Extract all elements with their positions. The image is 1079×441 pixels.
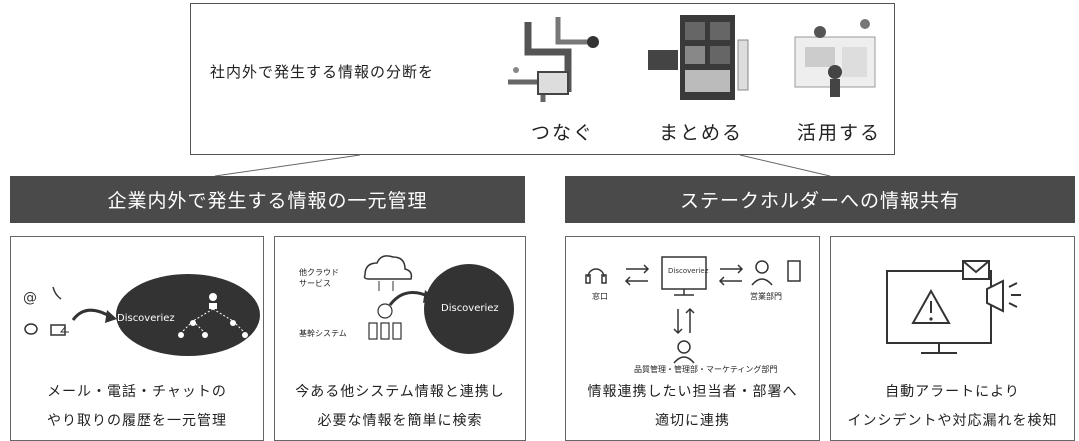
card1-caption-line2: やり取りの履歴を一元管理 bbox=[47, 413, 227, 429]
phone-device-icon bbox=[787, 260, 801, 282]
card-integration: 他クラウド サービス 基幹システム Discoveriez 今ある他システム情報… bbox=[274, 236, 526, 441]
card4-caption-line1: 自動アラートにより bbox=[885, 384, 1020, 400]
action-connect: つなぐ bbox=[531, 122, 595, 144]
action-utilize: 活用する bbox=[797, 122, 882, 144]
brand-label: Discoveriez bbox=[117, 313, 175, 324]
person-icon bbox=[755, 260, 769, 274]
card1-illustration: @ bbox=[23, 274, 260, 356]
cabinet-illustration bbox=[648, 15, 749, 100]
at-icon: @ bbox=[23, 290, 37, 306]
label-quality-dept: 品質管理・管理部・マーケティング部門 bbox=[634, 365, 778, 374]
brand-label: Discoveriez bbox=[441, 303, 499, 314]
building-icon bbox=[368, 303, 402, 340]
label-other-cloud: 他クラウド bbox=[299, 268, 339, 277]
label-service: サービス bbox=[299, 279, 331, 288]
label-core-system: 基幹システム bbox=[299, 329, 347, 338]
card3-caption-line1: 情報連携したい担当者・部署へ bbox=[587, 384, 798, 400]
card1-caption-line1: メール・電話・チャットの bbox=[47, 384, 227, 400]
card-alert: 自動アラートにより インシデントや対応漏れを検知 bbox=[830, 236, 1075, 441]
banner-stakeholder-sharing: ステークホルダーへの情報共有 bbox=[565, 176, 1075, 223]
warning-icon bbox=[911, 288, 951, 324]
card2-illustration bbox=[363, 255, 514, 354]
mail-icon bbox=[50, 324, 66, 336]
label-sales-dept: 営業部門 bbox=[750, 292, 782, 301]
card2-caption-line2: 必要な情報を簡単に検索 bbox=[317, 413, 483, 429]
pipes-illustration bbox=[508, 17, 599, 102]
card-collaboration: Discoveriez 窓口 営業部門 品質管理・管理部・マーケティング部門 情… bbox=[565, 236, 820, 441]
intro-text: 社内外で発生する情報の分断を bbox=[210, 63, 435, 81]
card3-caption-line2: 適切に連携 bbox=[655, 413, 730, 429]
brand-label: Discoveriez bbox=[668, 267, 709, 275]
action-organize: まとめる bbox=[659, 122, 744, 144]
card-history: @ Discoveriez メール・電話・チャットの やり取りの履歴を一元管理 bbox=[10, 236, 264, 441]
label-front-desk: 窓口 bbox=[592, 292, 608, 301]
banner-unified-management: 企業内外で発生する情報の一元管理 bbox=[10, 176, 525, 223]
card3-illustration: Discoveriez bbox=[585, 256, 801, 364]
card2-caption-line1: 今ある他システム情報と連携し bbox=[295, 384, 505, 400]
megaphone-icon bbox=[986, 279, 1004, 313]
cloud-icon bbox=[363, 255, 413, 280]
phone-icon bbox=[52, 286, 62, 300]
hub-ellipse bbox=[116, 274, 260, 356]
chat-icon bbox=[24, 323, 38, 335]
card4-illustration bbox=[886, 260, 1021, 354]
hub-circle bbox=[424, 264, 514, 354]
card4-caption-line2: インシデントや対応漏れを検知 bbox=[847, 413, 1058, 429]
analytics-illustration bbox=[794, 19, 876, 97]
